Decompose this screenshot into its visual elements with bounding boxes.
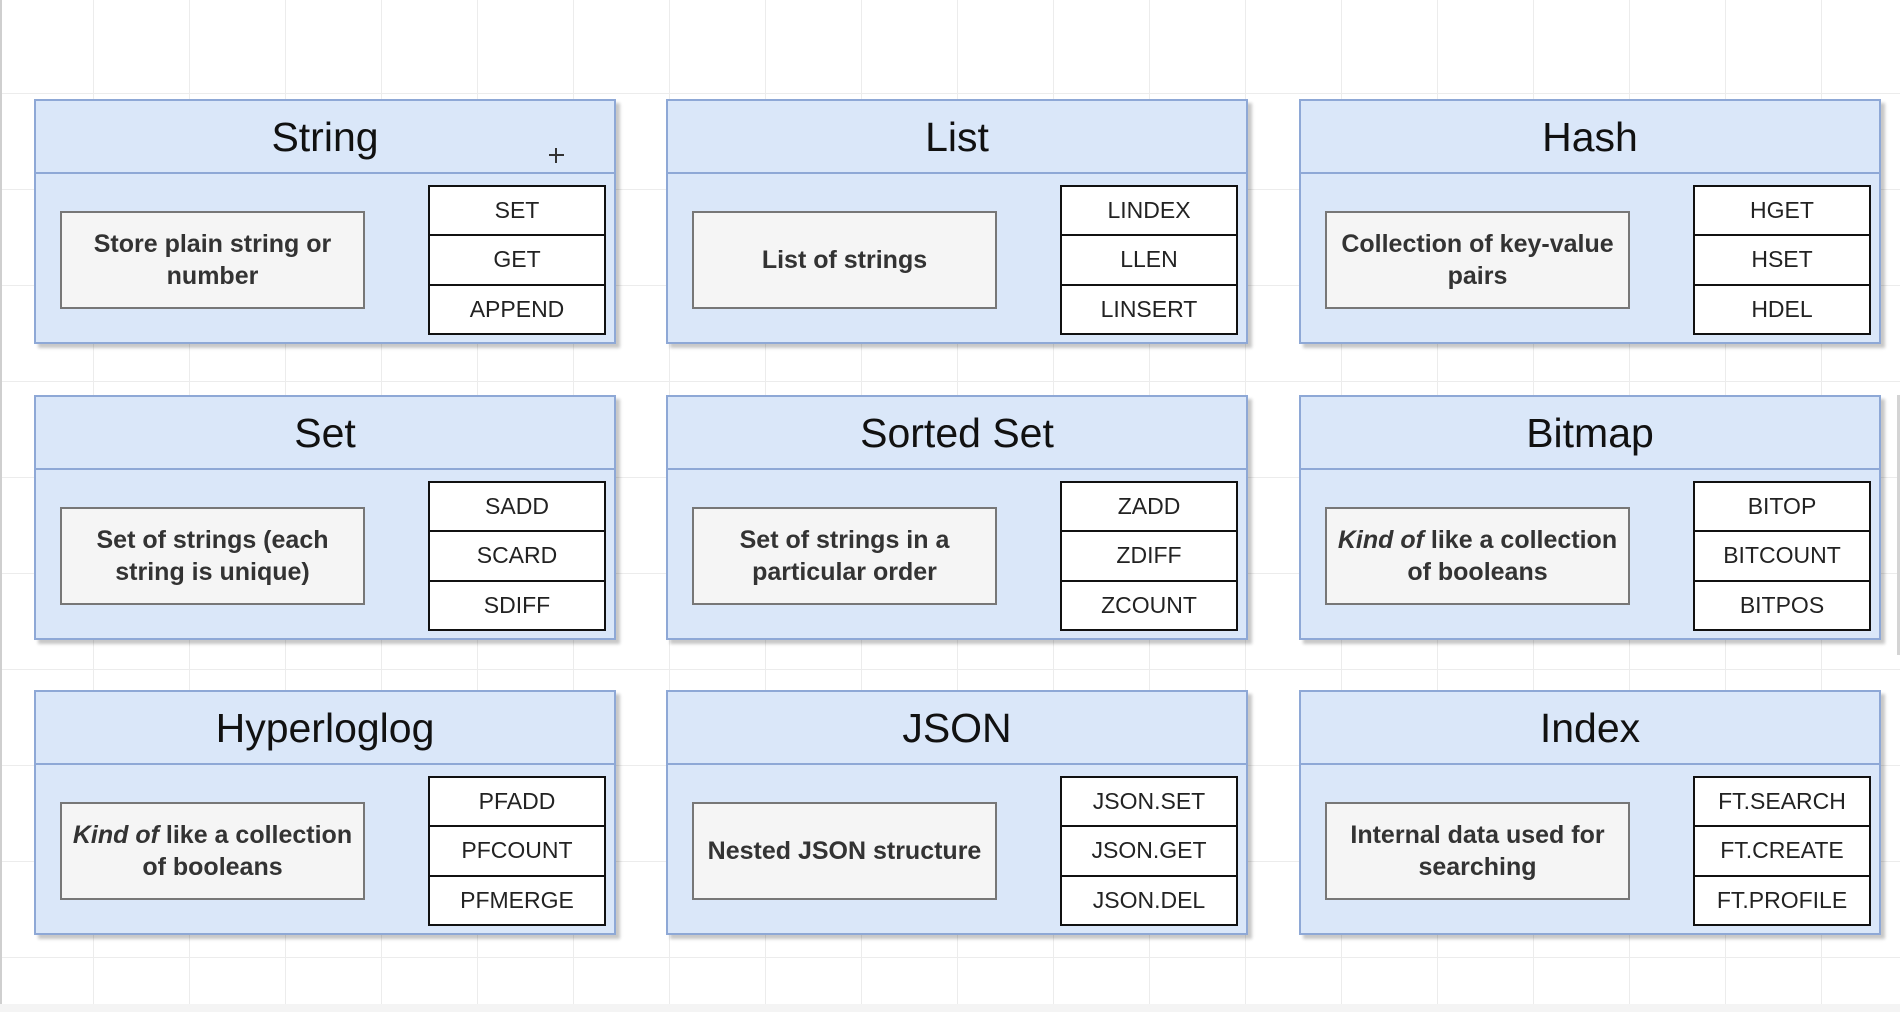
desc-text: Collection of key-value pairs: [1341, 230, 1614, 290]
command-item[interactable]: HSET: [1695, 236, 1869, 286]
card-description: Set of strings in a particular order: [692, 507, 997, 605]
command-item[interactable]: LLEN: [1062, 236, 1236, 286]
command-item[interactable]: ZCOUNT: [1101, 591, 1197, 618]
command-item[interactable]: BITCOUNT: [1695, 532, 1869, 582]
command-item[interactable]: SET: [430, 187, 604, 237]
command-item[interactable]: SCARD: [430, 532, 604, 582]
card-description: Internal data used for searching: [1325, 802, 1630, 900]
move-cursor-icon: [549, 148, 564, 163]
card-sorted-set[interactable]: Sorted Set Set of strings in a particula…: [666, 395, 1248, 640]
desc-text: Store plain string or number: [93, 230, 332, 290]
card-description: Nested JSON structure: [692, 802, 997, 900]
command-item[interactable]: PFADD: [430, 778, 604, 828]
desc-italic: Kind of: [1337, 526, 1424, 554]
command-list: JSON.SET JSON.GET JSON.DEL: [1060, 776, 1238, 926]
card-title: String: [36, 101, 614, 174]
command-item[interactable]: GET: [430, 236, 604, 286]
command-item[interactable]: PFMERGE: [460, 886, 574, 913]
command-list: FT.SEARCH FT.CREATE FT.PROFILE: [1693, 776, 1871, 926]
command-item[interactable]: ZDIFF: [1062, 532, 1236, 582]
desc-text: like a collection of booleans: [1407, 526, 1618, 586]
card-title: Hash: [1301, 101, 1879, 174]
command-list: BITOP BITCOUNT BITPOS: [1693, 481, 1871, 631]
command-item[interactable]: SADD: [430, 483, 604, 533]
card-index[interactable]: Index Internal data used for searching F…: [1299, 690, 1881, 935]
card-description: Kind of like a collection of booleans: [1325, 507, 1630, 605]
command-item[interactable]: JSON.DEL: [1092, 886, 1206, 913]
command-item[interactable]: LINSERT: [1100, 295, 1198, 322]
command-list: ZADD ZDIFF ZCOUNT: [1060, 481, 1238, 631]
card-title: Sorted Set: [668, 397, 1246, 470]
card-description: Kind of like a collection of booleans: [60, 802, 365, 900]
card-list[interactable]: List List of strings LINDEX LLEN LINSERT: [666, 99, 1248, 344]
canvas-left-edge: [0, 0, 2, 1012]
command-item[interactable]: JSON.GET: [1062, 827, 1236, 877]
card-title: Bitmap: [1301, 397, 1879, 470]
command-item[interactable]: PFCOUNT: [430, 827, 604, 877]
command-item[interactable]: ZADD: [1062, 483, 1236, 533]
desc-text: Set of strings (each string is unique): [96, 526, 329, 586]
command-list: LINDEX LLEN LINSERT: [1060, 185, 1238, 335]
desc-italic: Kind of: [72, 821, 159, 849]
card-title: JSON: [668, 692, 1246, 765]
card-title: Hyperloglog: [36, 692, 614, 765]
command-item[interactable]: SDIFF: [483, 591, 551, 618]
card-string[interactable]: String Store plain string or number SET …: [34, 99, 616, 344]
card-description: List of strings: [692, 211, 997, 309]
command-item[interactable]: FT.PROFILE: [1716, 886, 1848, 913]
card-bitmap[interactable]: Bitmap Kind of like a collection of bool…: [1299, 395, 1881, 640]
command-item[interactable]: HGET: [1695, 187, 1869, 237]
command-list: PFADD PFCOUNT PFMERGE: [428, 776, 606, 926]
card-description: Store plain string or number: [60, 211, 365, 309]
command-item[interactable]: APPEND: [469, 295, 565, 322]
card-hyperloglog[interactable]: Hyperloglog Kind of like a collection of…: [34, 690, 616, 935]
command-list: SADD SCARD SDIFF: [428, 481, 606, 631]
card-description: Set of strings (each string is unique): [60, 507, 365, 605]
card-json[interactable]: JSON Nested JSON structure JSON.SET JSON…: [666, 690, 1248, 935]
card-hash[interactable]: Hash Collection of key-value pairs HGET …: [1299, 99, 1881, 344]
card-title: List: [668, 101, 1246, 174]
card-set[interactable]: Set Set of strings (each string is uniqu…: [34, 395, 616, 640]
desc-text: List of strings: [761, 246, 928, 274]
canvas-bottom-edge: [0, 1004, 1900, 1012]
command-list: SET GET APPEND: [428, 185, 606, 335]
vertical-scrollbar[interactable]: [1897, 395, 1900, 655]
command-item[interactable]: BITOP: [1695, 483, 1869, 533]
desc-text: Internal data used for searching: [1350, 821, 1605, 881]
command-item[interactable]: LINDEX: [1062, 187, 1236, 237]
desc-text: Nested JSON structure: [707, 837, 982, 865]
command-list: HGET HSET HDEL: [1693, 185, 1871, 335]
card-title: Set: [36, 397, 614, 470]
command-item[interactable]: JSON.SET: [1062, 778, 1236, 828]
command-item[interactable]: FT.CREATE: [1695, 827, 1869, 877]
card-title: Index: [1301, 692, 1879, 765]
card-description: Collection of key-value pairs: [1325, 211, 1630, 309]
command-item[interactable]: HDEL: [1751, 295, 1813, 322]
command-item[interactable]: FT.SEARCH: [1695, 778, 1869, 828]
desc-text: Set of strings in a particular order: [739, 526, 950, 586]
command-item[interactable]: BITPOS: [1739, 591, 1825, 618]
desc-text: like a collection of booleans: [142, 821, 353, 881]
